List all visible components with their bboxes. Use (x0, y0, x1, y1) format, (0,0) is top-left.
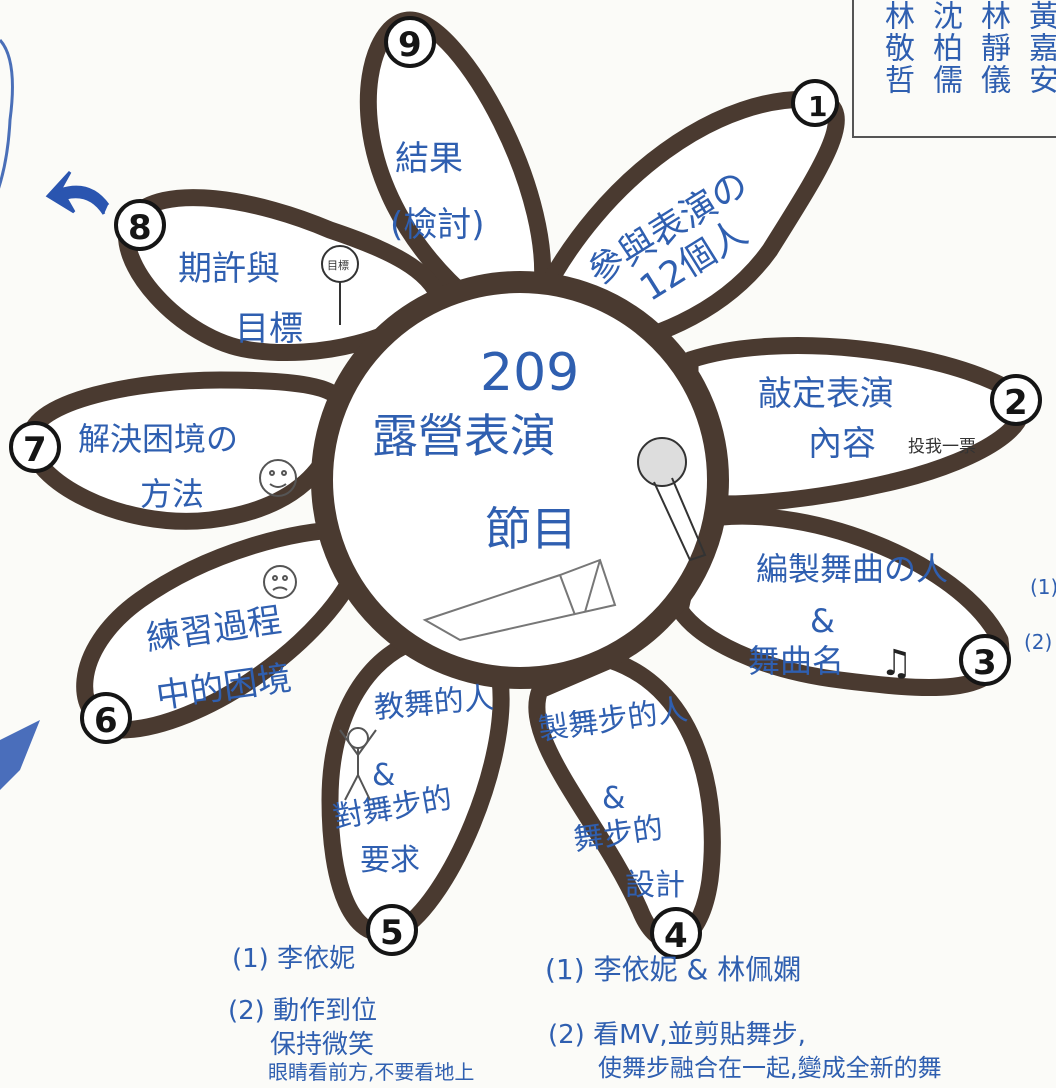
petal-2-line: 敲定表演 (758, 374, 894, 414)
petal-2-number: 2 (1004, 383, 1028, 423)
petal-2-line: 內容 (808, 424, 876, 464)
petal-3-line: & (810, 602, 835, 640)
margin-doodle (0, 38, 14, 189)
right-margin-note-2: (2) (1024, 630, 1053, 654)
petal-5 (321, 631, 510, 942)
petal-5-line: 要求 (360, 843, 420, 878)
microphone-icon (637, 437, 707, 562)
sad-face-icon (263, 565, 297, 599)
center-circle (311, 271, 729, 689)
petal-4-note-3: 使舞步融合在一起,變成全新的舞 (598, 1054, 942, 1082)
member-name: 林靜儀 (975, 0, 1010, 96)
smiley-face-icon (259, 459, 297, 497)
petal-5-note-2: (2) 動作到位 (228, 996, 378, 1026)
petal-8-number: 8 (128, 208, 152, 248)
dancer-doodle (339, 727, 377, 801)
petal-2 (681, 337, 1030, 513)
petal-4-line: 設計 (625, 868, 685, 903)
class-label: 209 (480, 343, 579, 403)
petal-3-line: 編製舞曲の人 (756, 550, 948, 588)
music-note-icon: ♫ (880, 643, 912, 684)
arrow-icon (45, 170, 110, 215)
center-subtitle: 節目 (485, 502, 577, 556)
petal-5-line: & (372, 758, 395, 793)
petal-6-number: 6 (94, 701, 118, 741)
petal-7-line: 解決困境の (78, 420, 238, 458)
petal-3-line: 舞曲名 (748, 642, 844, 680)
right-margin-note-1: (1) (1030, 575, 1056, 599)
vote-doodle: 投我一票 (908, 437, 976, 457)
petal-1-number: 1 (808, 90, 827, 123)
petal-5-number: 5 (380, 913, 404, 953)
center-title: 露營表演 (372, 409, 556, 463)
tent-icon (422, 558, 617, 642)
svg-text:目標: 目標 (327, 258, 349, 272)
petal-5-note-3: 保持微笑 (270, 1030, 375, 1060)
petal-7-line: 方法 (140, 475, 204, 513)
member-name: 黃嘉安 (1023, 0, 1056, 96)
petal-4-number: 4 (664, 916, 688, 956)
member-name: 林敬哲 (879, 0, 914, 96)
member-names-box: 林敬哲 沈柏儒 林靜儀 黃嘉安 (852, 0, 1056, 138)
petal-3-number: 3 (973, 643, 997, 683)
petal-9-line: 結果 (395, 139, 463, 179)
petal-6 (76, 521, 369, 739)
petal-number-badges: 9 1 2 3 4 5 6 7 8 (9, 16, 1042, 959)
petal-7-number: 7 (23, 430, 47, 470)
petal-4-note-1: (1) 李依妮 & 林佩嫻 (545, 953, 802, 986)
petal-5-note-1: (1) 李依妮 (232, 944, 356, 974)
member-name: 沈柏儒 (927, 0, 962, 96)
petal-4-note-2: (2) 看MV,並剪貼舞步, (548, 1020, 806, 1050)
petal-8-line: 目標 (235, 309, 303, 349)
petal-1 (531, 90, 845, 359)
petal-5-note-4: 眼睛看前方,不要看地上 (268, 1060, 475, 1084)
target-sign-doodle: 目標 (321, 245, 359, 325)
check-mark-icon (0, 720, 40, 790)
petal-8-line: 期許與 (178, 249, 280, 289)
petal-4-line: & (602, 781, 625, 816)
petal-9-number: 9 (398, 25, 422, 65)
petal-9-line: (檢討) (390, 205, 485, 245)
